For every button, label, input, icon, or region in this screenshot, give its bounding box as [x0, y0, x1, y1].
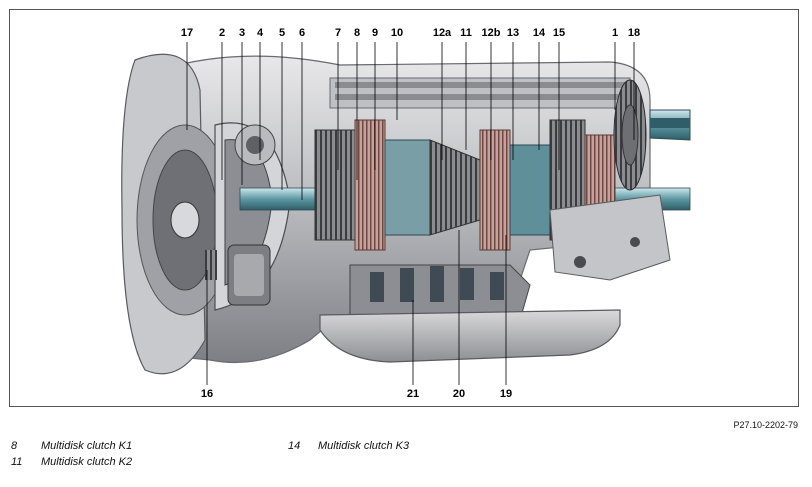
callout-16: 16 — [200, 388, 214, 400]
legend-label: Multidisk clutch K1 — [41, 440, 133, 452]
figure-frame: 17 2 3 4 5 6 7 8 9 10 12a 11 12b 13 14 1… — [9, 9, 799, 407]
callout-4: 4 — [256, 27, 264, 39]
legend-item-k1: 8 Multidisk clutch K1 — [11, 440, 132, 452]
callout-7: 7 — [334, 27, 342, 39]
legend-item-k3: 14 Multidisk clutch K3 — [288, 440, 409, 452]
callout-12a: 12a — [432, 27, 452, 39]
callout-17: 17 — [180, 27, 194, 39]
callout-20: 20 — [452, 388, 466, 400]
transmission-cutaway-illustration — [121, 42, 691, 385]
callout-11: 11 — [460, 27, 472, 39]
legend-number: 11 — [11, 456, 23, 468]
callout-8: 8 — [353, 27, 361, 39]
figure-reference-code: P27.10-2202-79 — [733, 420, 798, 430]
callout-2: 2 — [218, 27, 226, 39]
callout-13: 13 — [506, 27, 520, 39]
legend-label: Multidisk clutch K3 — [318, 440, 410, 452]
callout-14: 14 — [532, 27, 546, 39]
callout-1: 1 — [611, 27, 619, 39]
callout-5: 5 — [278, 27, 286, 39]
callout-9: 9 — [371, 27, 379, 39]
callout-18: 18 — [627, 27, 641, 39]
legend-label: Multidisk clutch K2 — [41, 456, 133, 468]
legend-number: 14 — [288, 440, 301, 452]
callout-10: 10 — [390, 27, 404, 39]
legend-item-k2: 11 Multidisk clutch K2 — [11, 456, 132, 468]
callout-12b: 12b — [481, 27, 501, 39]
legend-number: 8 — [11, 440, 18, 452]
callout-6: 6 — [298, 27, 306, 39]
callout-19: 19 — [499, 388, 513, 400]
callout-3: 3 — [238, 27, 246, 39]
callout-15: 15 — [552, 27, 566, 39]
callout-21: 21 — [406, 388, 420, 400]
